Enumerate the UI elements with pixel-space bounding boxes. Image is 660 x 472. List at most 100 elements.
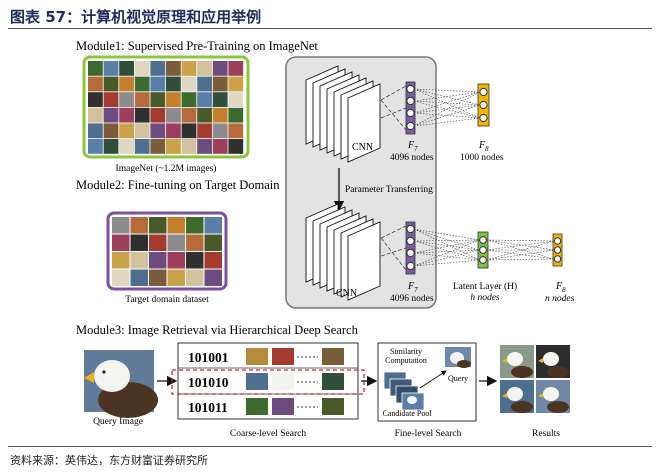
latent-nodes [479, 236, 487, 264]
coarse-thumbnail [272, 373, 294, 390]
neuron-node [406, 108, 415, 118]
fc-connection [413, 100, 481, 106]
imagenet-thumbnail [166, 139, 181, 154]
imagenet-thumbnail [166, 76, 181, 92]
module1-title: Module1: Supervised Pre-Training on Imag… [76, 39, 318, 53]
target-thumbnail [112, 252, 130, 269]
fc-connection [413, 88, 481, 106]
imagenet-thumbnail [197, 76, 212, 92]
imagenet-thumbnail [134, 61, 150, 76]
imagenet-thumbnail [134, 76, 150, 92]
target-thumbnail [149, 234, 167, 251]
fc-connections-module2 [413, 228, 555, 267]
result-eagle-head [543, 387, 559, 401]
imagenet-thumbnail [212, 139, 228, 154]
target-thumbnail [130, 217, 148, 234]
neuron-node [406, 121, 415, 131]
cnn-connection [380, 107, 407, 119]
cnn-connection [380, 237, 407, 271]
imagenet-thumbnail [103, 61, 119, 76]
fc-connection [486, 239, 555, 260]
cnn-feature-map [347, 221, 381, 301]
neuron-node [406, 96, 415, 106]
neuron-node [553, 237, 562, 245]
target-thumbnail [186, 217, 204, 234]
binary-code: 101010 [188, 375, 229, 390]
coarse-thumbnail [246, 398, 268, 415]
target-thumbnail [186, 234, 204, 251]
fc-connection [486, 258, 555, 261]
neuron-node [479, 246, 487, 254]
fc-connection [413, 240, 480, 261]
parameter-transfer-label: Parameter Transferring [345, 184, 433, 195]
imagenet-thumbnail [181, 61, 197, 76]
target-thumbnail [204, 252, 222, 269]
fc-connection [413, 228, 480, 241]
fc-connection [413, 240, 480, 251]
target-thumbnail [186, 269, 204, 286]
neuron-node [479, 236, 487, 244]
results-label: Results [532, 429, 560, 439]
fc-connection [413, 249, 480, 254]
imagenet-thumbnail [212, 107, 228, 123]
imagenet-thumbnail [150, 123, 166, 139]
coarse-thumbnail [246, 348, 268, 365]
cnn-connection [380, 225, 407, 239]
query-small-label: Query [448, 374, 468, 383]
f7-nodes-label-module1: 4096 nodes [390, 153, 434, 163]
matched-code-highlight [171, 369, 365, 395]
binary-code: 101001 [188, 350, 229, 365]
target-thumbnail [149, 252, 167, 269]
target-thumbnail [112, 269, 130, 286]
result-eagle-head [507, 387, 523, 401]
imagenet-thumbnail [197, 139, 212, 154]
target-thumbnail [130, 234, 148, 251]
imagenet-thumbnail [103, 139, 119, 154]
target-thumbnail [130, 269, 148, 286]
fine-search-label: Fine-level Search [395, 429, 462, 439]
fc-connection [486, 249, 555, 260]
imagenet-thumbnail [103, 76, 119, 92]
figure-title: 图表 57：计算机视觉原理和应用举例 [10, 8, 262, 26]
result-eagle-body [511, 366, 533, 378]
imagenet-thumbnail [197, 107, 212, 123]
f7-layer-module1 [405, 81, 416, 135]
fc-connection [413, 88, 481, 119]
imagenet-image-grid [88, 61, 244, 154]
imagenet-thumbnail [197, 123, 212, 139]
cnn-connection [380, 247, 407, 257]
imagenet-thumbnail [228, 107, 244, 123]
binary-code: 101011 [188, 400, 228, 415]
fc-connection [413, 88, 481, 93]
imagenet-thumbnail [134, 92, 150, 107]
coarse-search-rows: 101001 101010 101011 [188, 348, 344, 415]
computation-label: Computation [385, 356, 427, 365]
coarse-thumbnail [322, 373, 344, 390]
imagenet-thumbnail [181, 139, 197, 154]
query-image [84, 350, 158, 418]
target-thumbnail [204, 269, 222, 286]
f7-label-module1: F7 [407, 140, 418, 153]
imagenet-thumbnail [166, 107, 181, 123]
imagenet-thumbnail [134, 107, 150, 123]
imagenet-thumbnail [212, 76, 228, 92]
source-note: 资料来源：英伟达，东方财富证券研究所 [10, 454, 208, 467]
imagenet-thumbnail [119, 107, 134, 123]
f8-nodes-label-module1: 1000 nodes [460, 153, 504, 163]
imagenet-thumbnail [197, 92, 212, 107]
f8-nodes-label-module2: n nodes [545, 294, 575, 304]
target-thumbnail [112, 217, 130, 234]
target-thumbnail [112, 234, 130, 251]
imagenet-thumbnail [88, 76, 103, 92]
candidate-eagle-head [407, 396, 417, 404]
fine-query-thumbnail [445, 347, 471, 368]
result-eagle-beak [538, 358, 543, 363]
fc-connection [413, 259, 480, 267]
f8-nodes-module1 [479, 87, 488, 123]
result-eagle-beak [538, 393, 543, 398]
target-thumbnail [149, 217, 167, 234]
neuron-node [406, 261, 415, 271]
target-domain-image-grid [112, 217, 222, 286]
imagenet-thumbnail [228, 139, 244, 154]
f8-label-module1: F8 [478, 140, 489, 153]
